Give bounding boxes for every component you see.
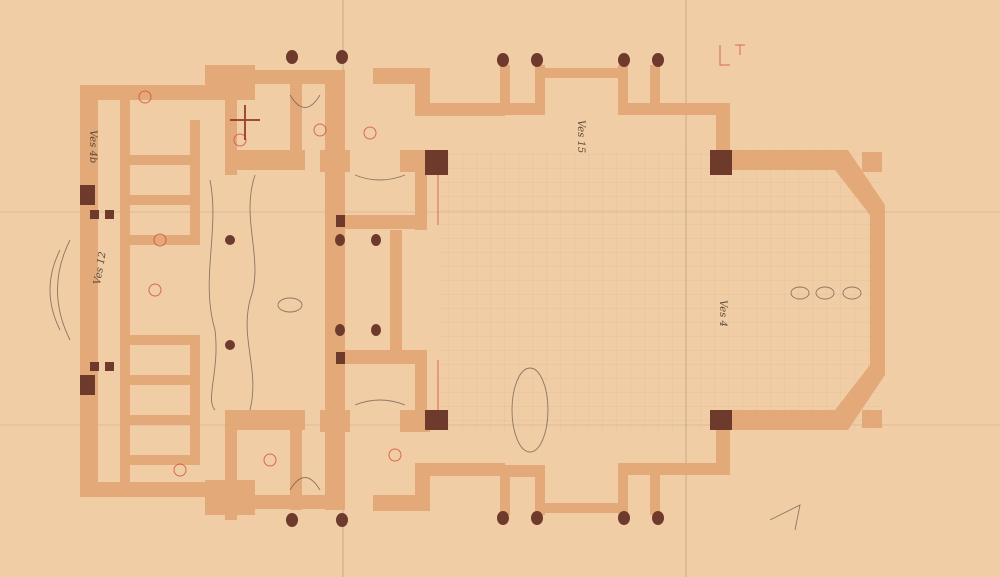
annotation-ves-4: Ves 4: [717, 300, 728, 327]
annotation-ves-15: Ves 15: [575, 120, 586, 153]
red-ink-marks: [138, 44, 745, 477]
walls: [80, 65, 885, 520]
annotation-ves-4b: Ves 4b: [87, 130, 98, 163]
pencil-sketch-marks: [49, 94, 862, 531]
columns: [80, 50, 732, 527]
grid-area: [440, 150, 880, 430]
